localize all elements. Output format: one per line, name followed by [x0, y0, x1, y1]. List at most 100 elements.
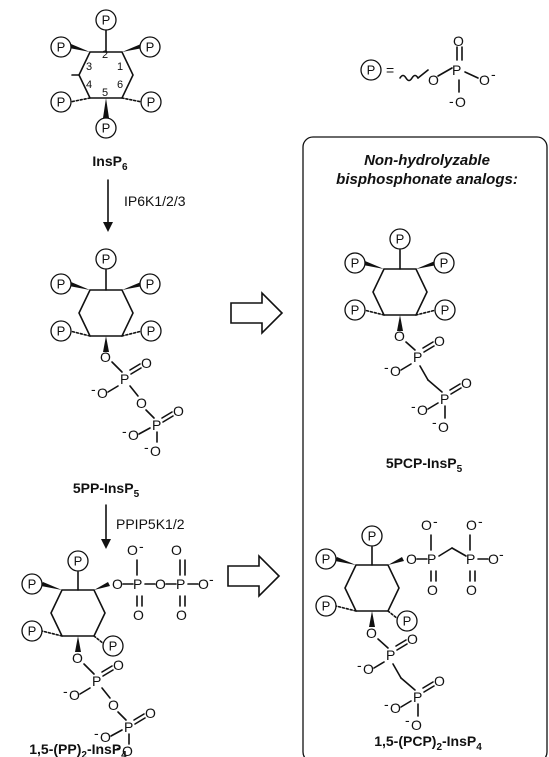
5pp-ring	[78, 289, 134, 337]
analog-box-title-line2: bisphosphonate analogs:	[336, 171, 518, 188]
5pp-hash-4	[69, 330, 91, 337]
svg-text:O: O	[434, 673, 445, 689]
5pp-insp5-structure: P P P P P O P O - O O P O - O - O	[50, 248, 184, 459]
analog-arrow-2	[227, 554, 281, 598]
svg-text:P: P	[102, 121, 111, 136]
svg-text:P: P	[440, 391, 449, 407]
legend-bond-p	[437, 67, 453, 77]
svg-text:P: P	[413, 689, 422, 705]
svg-text:P: P	[57, 40, 66, 55]
5pp-wedge-3	[69, 282, 90, 290]
pp2-insp4-structure: P P P P O P O - O O P O O O - O P O - O	[21, 538, 214, 757]
svg-text:-: -	[94, 725, 99, 741]
pcp2-insp4-structure: P P P P O P O - O P O - O O - O P O - O	[315, 513, 504, 733]
svg-text:P: P	[351, 256, 360, 271]
arrow-2-head	[101, 539, 111, 549]
svg-text:O: O	[97, 385, 108, 401]
svg-text:O: O	[136, 395, 147, 411]
legend-o-atom: O	[428, 72, 439, 88]
insp6-wedge-3	[69, 44, 90, 52]
analog-arrow-1	[230, 291, 284, 335]
svg-text:P: P	[176, 576, 185, 592]
svg-text:O: O	[155, 576, 166, 592]
svg-text:-: -	[432, 414, 437, 430]
svg-text:P: P	[57, 277, 66, 292]
enzyme-ppip5k: PPIP5K1/2	[116, 516, 185, 532]
svg-text:P: P	[147, 95, 156, 110]
svg-text:O: O	[411, 717, 422, 733]
svg-text:-: -	[144, 439, 149, 455]
svg-text:P: P	[440, 256, 449, 271]
legend-equals: =	[386, 62, 394, 78]
legend-p-symbol: P	[367, 63, 376, 78]
svg-text:O: O	[407, 631, 418, 647]
insp6-p-3: P	[50, 36, 72, 58]
svg-text:O: O	[438, 419, 449, 435]
svg-text:O: O	[390, 700, 401, 716]
svg-text:-: -	[139, 538, 144, 554]
insp6-p-2: P	[95, 9, 117, 31]
svg-text:P: P	[403, 614, 412, 629]
svg-text:O: O	[141, 355, 152, 371]
analog-box-title-line1: Non-hydrolyzable	[364, 152, 490, 169]
svg-text:O: O	[363, 661, 374, 677]
svg-text:P: P	[396, 232, 405, 247]
svg-text:P: P	[368, 529, 377, 544]
locant-4: 4	[86, 79, 92, 91]
pp2-ring	[50, 589, 106, 637]
analog-box	[302, 136, 548, 757]
insp6-hash-6	[121, 97, 143, 103]
svg-text:P: P	[322, 552, 331, 567]
svg-text:O: O	[100, 349, 111, 365]
svg-text:P: P	[57, 95, 66, 110]
pp2-insp4-label: 1,5-(PP)2-InsP4	[29, 741, 127, 757]
svg-text:P: P	[102, 252, 111, 267]
svg-text:O: O	[171, 542, 182, 558]
svg-text:P: P	[147, 324, 156, 339]
legend-p-circle: P	[360, 59, 382, 81]
svg-text:O: O	[133, 607, 144, 623]
legend-o-right: O	[479, 72, 490, 88]
svg-text:O: O	[461, 375, 472, 391]
svg-text:P: P	[351, 303, 360, 318]
locant-2: 2	[102, 49, 108, 61]
svg-text:-: -	[122, 423, 127, 439]
svg-text:P: P	[322, 599, 331, 614]
svg-text:O: O	[150, 443, 161, 459]
svg-text:P: P	[441, 303, 450, 318]
svg-text:-: -	[478, 513, 483, 529]
svg-text:P: P	[146, 277, 155, 292]
svg-text:P: P	[386, 647, 395, 663]
locant-6: 6	[117, 79, 123, 91]
svg-text:-: -	[357, 657, 362, 673]
svg-text:O: O	[421, 517, 432, 533]
svg-text:-: -	[384, 359, 389, 375]
legend-o-top: O	[453, 33, 464, 49]
insp6-p-4: P	[50, 91, 72, 113]
svg-text:O: O	[390, 363, 401, 379]
svg-text:P: P	[57, 324, 66, 339]
svg-text:-: -	[63, 683, 68, 699]
svg-text:-: -	[499, 546, 504, 562]
svg-text:O: O	[100, 729, 111, 745]
5pp-wedge-1	[122, 282, 143, 290]
insp6-hash-4	[69, 97, 91, 103]
svg-text:O: O	[145, 705, 156, 721]
svg-text:P: P	[109, 639, 118, 654]
svg-text:-: -	[384, 696, 389, 712]
svg-text:O: O	[128, 427, 139, 443]
svg-text:P: P	[120, 371, 129, 387]
svg-text:-: -	[91, 381, 96, 397]
svg-text:O: O	[198, 576, 209, 592]
svg-text:O: O	[394, 328, 405, 344]
svg-text:O: O	[427, 582, 438, 598]
svg-text:O: O	[173, 403, 184, 419]
svg-text:O: O	[108, 697, 119, 713]
pcp2-ring	[344, 564, 400, 612]
locant-5: 5	[102, 87, 108, 99]
svg-text:P: P	[413, 349, 422, 365]
svg-text:O: O	[466, 517, 477, 533]
svg-text:O: O	[113, 657, 124, 673]
svg-text:O: O	[366, 625, 377, 641]
